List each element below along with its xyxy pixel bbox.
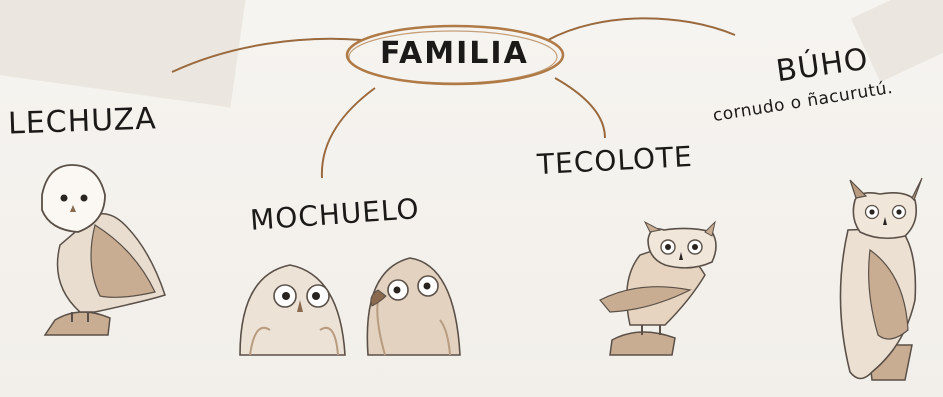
branch-label-lechuza: LECHUZA [7,101,158,142]
mochuelo-owl-right-illustration [366,257,461,356]
branch-line-mochuelo [320,87,376,179]
center-ellipse-inner [348,30,558,84]
branch-line-buho [547,17,736,41]
lechuza-owl-illustration [41,164,166,336]
mochuelo-owl-left-illustration [239,264,346,356]
center-ellipse [345,24,565,86]
tecolote-owl-illustration [599,220,717,356]
branch-line-tecolote [554,77,606,139]
branch-line-lechuza [171,37,363,73]
center-label-familia: FAMILIA [380,36,529,71]
buho-owl-illustration [839,177,923,381]
